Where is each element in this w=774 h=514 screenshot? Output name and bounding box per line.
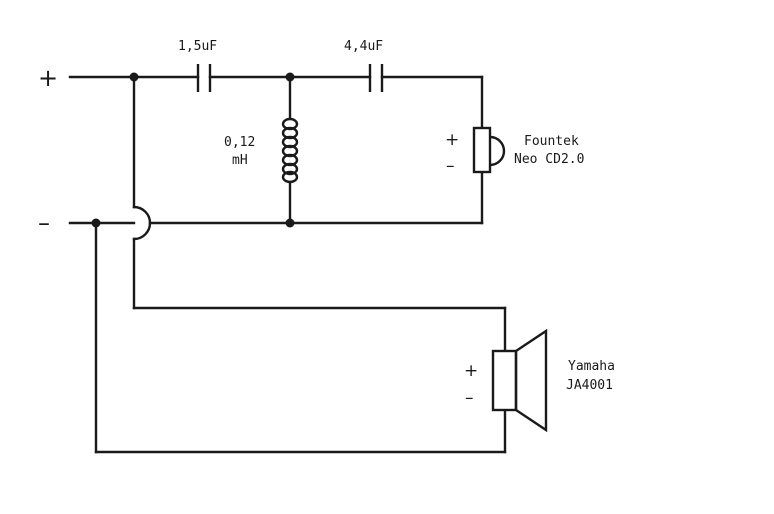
- woofer-negative-wire: [94, 221, 507, 454]
- tweeter-plus-sign: +: [445, 130, 459, 150]
- inductor-value-label: 0,12: [224, 135, 255, 150]
- woofer-model-label: JA4001: [566, 378, 613, 393]
- negative-rail: [68, 205, 484, 241]
- tweeter-minus-sign: –: [446, 156, 455, 176]
- capacitor-2-symbol: [368, 64, 384, 92]
- inductor-unit-label: mH: [232, 153, 248, 168]
- junction-node: [129, 72, 139, 82]
- tweeter-name-label: Fountek: [524, 134, 579, 149]
- woofer-plus-sign: +: [464, 361, 478, 381]
- positive-rail: [68, 75, 484, 132]
- capacitor-2-label: 4,4uF: [344, 39, 383, 54]
- negative-input-terminal: –: [38, 209, 50, 237]
- tweeter-symbol: [472, 126, 506, 174]
- junction-node: [91, 218, 101, 228]
- capacitor-1-label: 1,5uF: [178, 39, 217, 54]
- positive-input-terminal: +: [38, 64, 58, 92]
- woofer-minus-sign: –: [465, 388, 474, 408]
- junction-node: [285, 72, 295, 82]
- tweeter-model-label: Neo CD2.0: [514, 152, 584, 167]
- capacitor-1-symbol: [196, 64, 212, 92]
- woofer-positive-wire: [132, 75, 507, 354]
- junction-node: [285, 218, 295, 228]
- woofer-name-label: Yamaha: [568, 359, 615, 374]
- woofer-symbol: [491, 328, 548, 433]
- inductor-coil-symbol: [281, 117, 299, 184]
